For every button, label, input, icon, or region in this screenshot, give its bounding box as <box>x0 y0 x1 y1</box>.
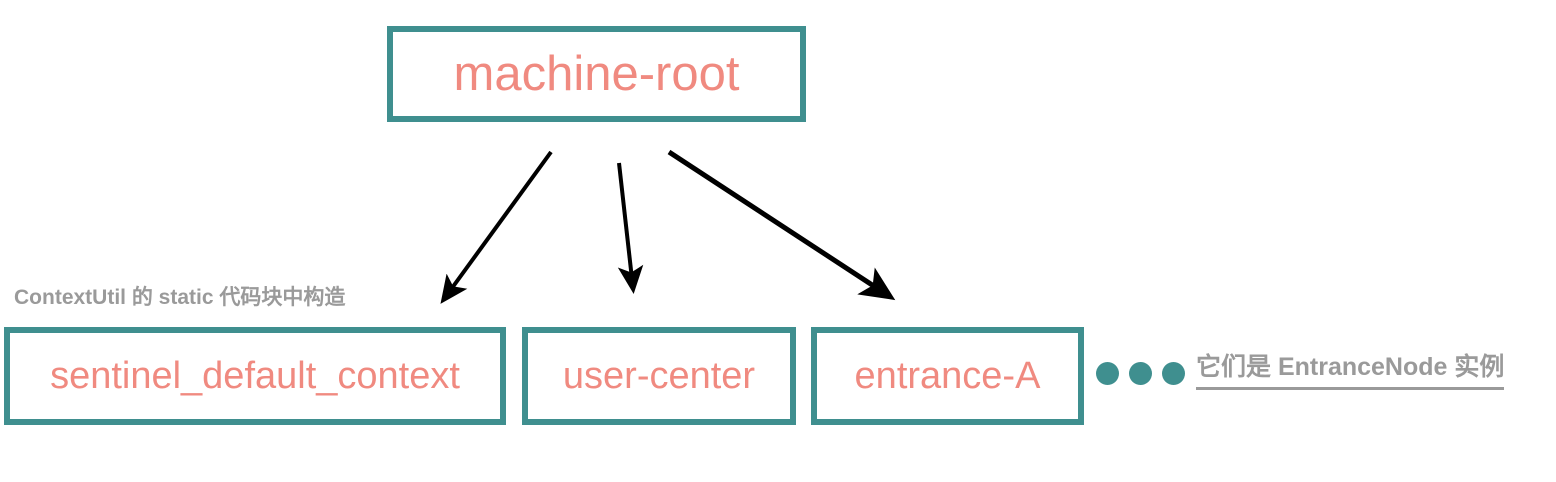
node-machine-root[interactable]: machine-root <box>387 26 806 122</box>
annotation-context-util: ContextUtil 的 static 代码块中构造 <box>14 286 346 309</box>
ellipsis-dot-icon <box>1162 362 1185 385</box>
ellipsis-dot-icon <box>1096 362 1119 385</box>
node-user-center-label: user-center <box>562 355 756 397</box>
ellipsis-dot-icon <box>1129 362 1152 385</box>
edge-root-to-default-context <box>440 150 553 304</box>
node-entrance-a-label: entrance-A <box>854 355 1041 397</box>
edge-root-to-user-center <box>617 162 644 294</box>
node-machine-root-label: machine-root <box>453 46 740 101</box>
node-sentinel-default-context-label: sentinel_default_context <box>50 355 460 397</box>
edge-root-to-entrance-a <box>667 149 896 301</box>
node-user-center[interactable]: user-center <box>522 327 796 425</box>
node-sentinel-default-context[interactable]: sentinel_default_context <box>4 327 506 425</box>
annotation-entrance-node: 它们是 EntranceNode 实例 <box>1196 353 1505 390</box>
node-entrance-a[interactable]: entrance-A <box>811 327 1084 425</box>
ellipsis-dots <box>1096 362 1185 385</box>
